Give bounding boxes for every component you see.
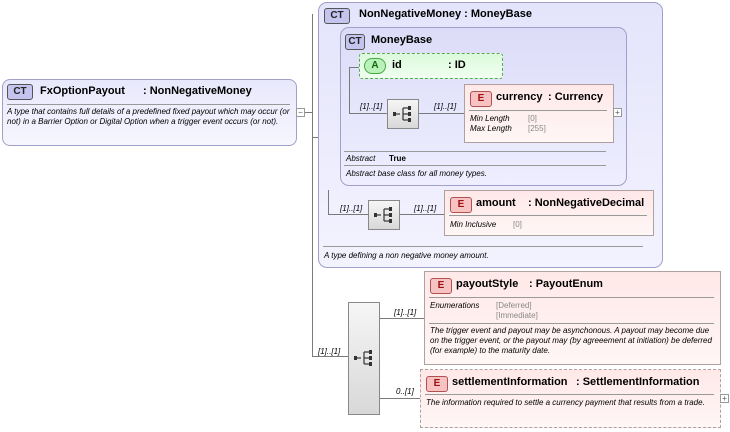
divider [323,246,643,247]
payoutstyle-element-box[interactable]: E payoutStyle : PayoutEnum Enumerations … [424,271,721,365]
enumerations-label: Enumerations [430,301,480,310]
divider [7,104,290,105]
amount-element-box[interactable]: E amount : NonNegativeDecimal Min Inclus… [444,190,654,236]
enum-value: [Deferred] [496,301,532,310]
element-icon: E [470,91,492,107]
panel-documentation: Abstract base class for all money types. [346,169,487,178]
complex-type-icon: CT [324,8,350,24]
type-documentation: A type that contains full details of a p… [7,107,290,126]
connector [328,214,368,215]
settlementinformation-element-box[interactable]: E settlementInformation : SettlementInfo… [420,369,721,428]
element-icon: E [450,197,472,213]
abstract-label: Abstract [346,154,376,163]
multiplicity-label: [1]..[1] [394,308,417,317]
multiplicity-label: [1]..[1] [360,102,383,111]
sequence-icon [354,350,372,366]
expand-toggle-icon[interactable]: + [613,108,622,117]
abstract-value: True [389,154,406,163]
complex-type-icon: CT [345,34,365,50]
currency-element-box[interactable]: E currency : Currency Min Length [0] Max… [464,84,614,143]
multiplicity-label: [1]..[1] [340,204,363,213]
element-name: payoutStyle [456,278,519,290]
sequence-compositor-icon[interactable] [387,99,419,129]
element-type: : SettlementInformation [576,376,700,388]
multiplicity-label: 0..[1] [396,387,414,396]
element-type: : PayoutEnum [529,278,603,290]
connector [312,356,348,357]
element-name: amount [476,197,516,209]
connector [349,67,350,113]
divider [449,215,647,216]
complex-type-icon: CT [7,84,33,100]
facet-label: Max Length [470,124,512,133]
sequence-icon [393,106,411,122]
element-type: : Currency [548,91,604,103]
divider [344,165,606,166]
connector [349,67,359,68]
type-name: FxOptionPayout [40,85,125,97]
attribute-name: id [392,59,402,71]
connector [398,214,444,215]
facet-value: [255] [528,124,546,133]
facet-label: Min Inclusive [450,220,497,229]
divider [469,110,607,111]
collapse-toggle-icon[interactable]: − [296,108,305,117]
element-documentation: The trigger event and payout may be asyn… [430,326,712,355]
connector [378,398,420,399]
element-icon: E [430,278,452,294]
divider [429,297,714,298]
type-base: : NonNegativeMoney [143,85,252,97]
connector [328,190,329,214]
element-documentation: The information required to settle a cur… [426,398,705,407]
sequence-compositor-icon[interactable] [348,302,380,415]
element-name: currency [496,91,543,103]
panel-documentation: A type defining a non negative money amo… [324,251,489,260]
facet-value: [0] [513,220,522,229]
attribute-icon: A [364,58,386,74]
multiplicity-label: [1]..[1] [434,102,457,111]
divider [344,151,606,152]
sequence-icon [374,207,392,223]
facet-label: Min Length [470,114,510,123]
fxoptionpayout-type-box[interactable]: CT FxOptionPayout : NonNegativeMoney A t… [2,79,305,146]
multiplicity-label: [1]..[1] [414,204,437,213]
expand-toggle-icon[interactable]: + [720,394,729,403]
panel-title: NonNegativeMoney : MoneyBase [359,8,532,20]
multiplicity-label: [1]..[1] [318,347,341,356]
element-type: : NonNegativeDecimal [528,197,645,209]
panel-title: MoneyBase [371,34,433,46]
divider [429,323,714,324]
element-name: settlementInformation [452,376,568,388]
id-attribute-box[interactable]: A id : ID [359,53,503,79]
connector [349,113,387,114]
facet-value: [0] [528,114,537,123]
enum-value: [Immediate] [496,311,538,320]
connector [378,318,424,319]
attribute-type: : ID [448,59,466,71]
connector [312,14,313,356]
element-icon: E [426,376,448,392]
connector [418,113,464,114]
sequence-compositor-icon[interactable] [368,200,400,230]
divider [425,394,714,395]
